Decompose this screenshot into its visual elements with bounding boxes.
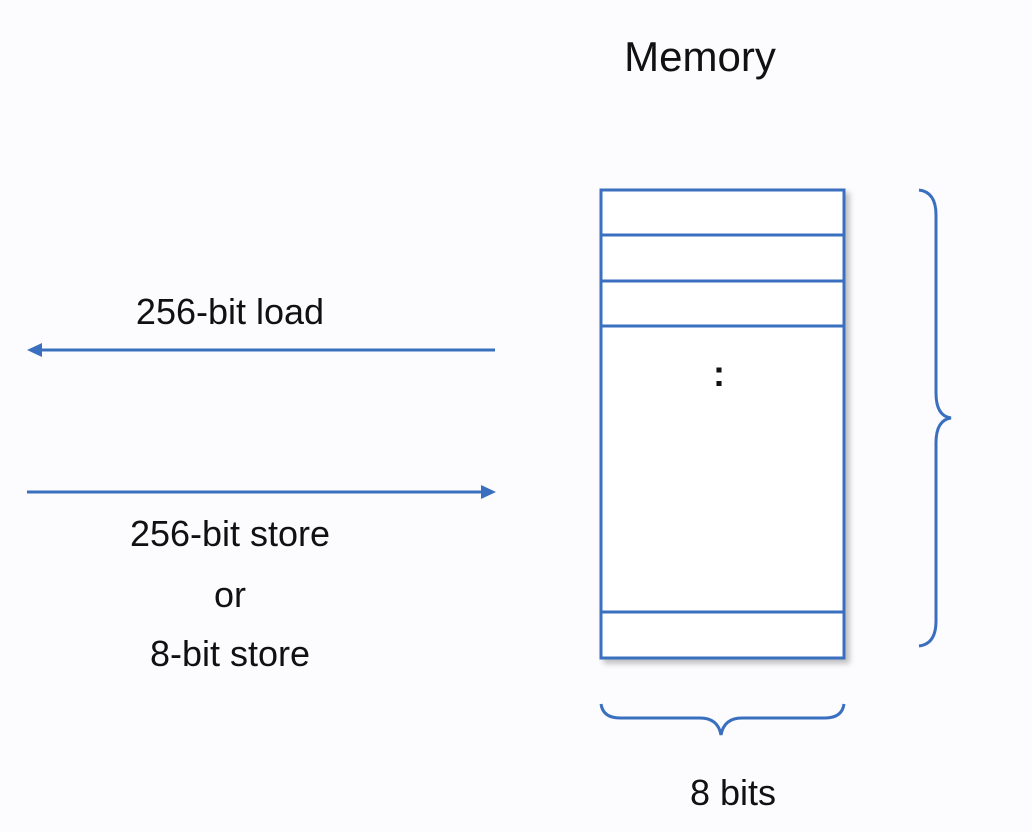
store-label-line1: 256-bit store [129, 513, 331, 554]
memory-title: Memory [624, 33, 776, 80]
bottom-brace [599, 703, 846, 736]
load-arrowhead [27, 343, 42, 357]
store-arrowhead [481, 485, 496, 499]
store-label-line2: or [213, 574, 247, 615]
memory-block [599, 188, 846, 660]
store-label-line3: 8-bit store [149, 633, 311, 674]
memory-ellipsis: : [713, 353, 725, 394]
right-brace [918, 188, 952, 648]
width-label: 8 bits [689, 772, 777, 813]
load-label: 256-bit load [135, 291, 325, 332]
